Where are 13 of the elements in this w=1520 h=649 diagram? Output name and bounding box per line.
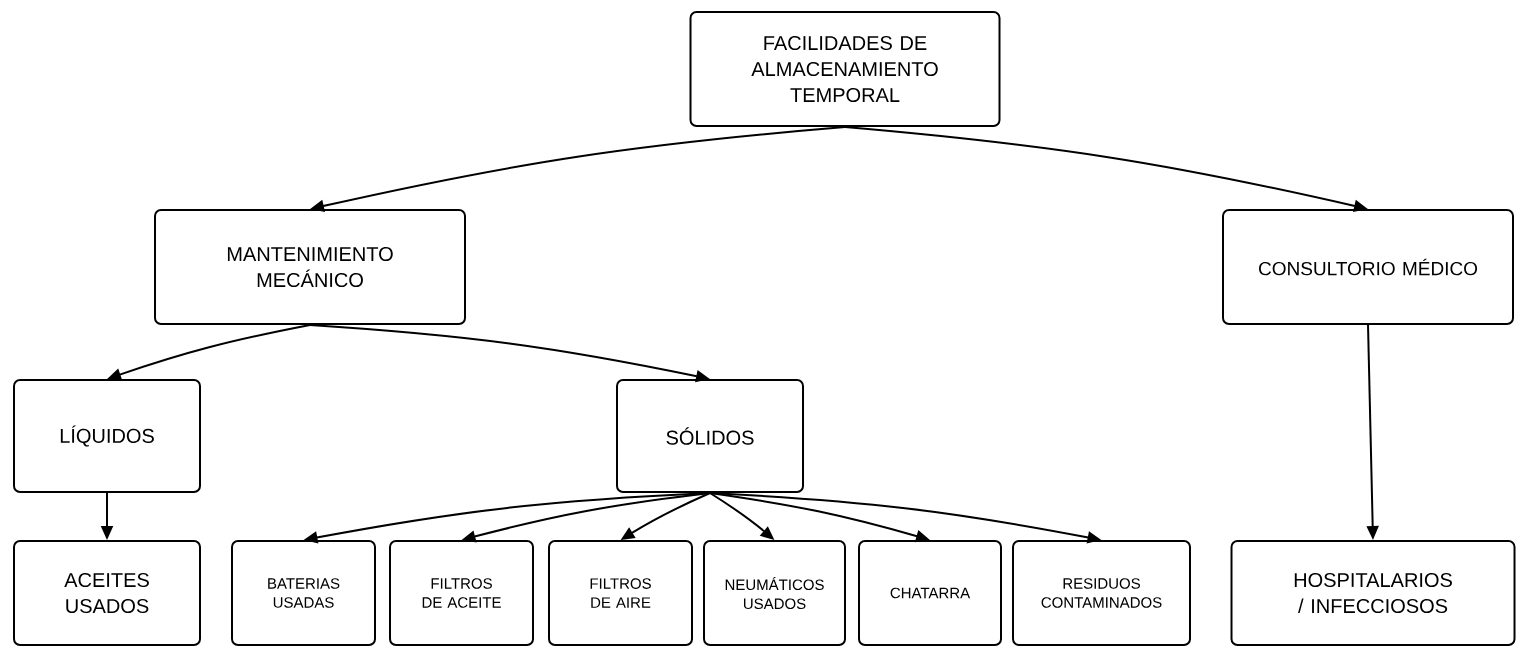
- category-box: SÓLIDOS: [616, 379, 804, 493]
- category-box: HOSPITALARIOS / INFECCIOSOS: [1230, 540, 1516, 646]
- category-box: BATERIAS USADAS: [231, 540, 376, 646]
- category-box: CHATARRA: [858, 540, 1002, 646]
- category-box: FILTROS DE AIRE: [548, 540, 693, 646]
- category-box: LÍQUIDOS: [13, 379, 201, 493]
- category-box: RESIDUOS CONTAMINADOS: [1012, 540, 1191, 646]
- category-box: ACEITES USADOS: [13, 540, 201, 646]
- category-box: FACILIDADES DE ALMACENAMIENTO TEMPORAL: [689, 11, 1001, 127]
- category-box: NEUMÁTICOS USADOS: [703, 540, 846, 646]
- category-box: MANTENIMIENTO MECÁNICO: [154, 209, 466, 325]
- category-box: CONSULTORIO MÉDICO: [1222, 209, 1514, 325]
- category-box: FILTROS DE ACEITE: [389, 540, 534, 646]
